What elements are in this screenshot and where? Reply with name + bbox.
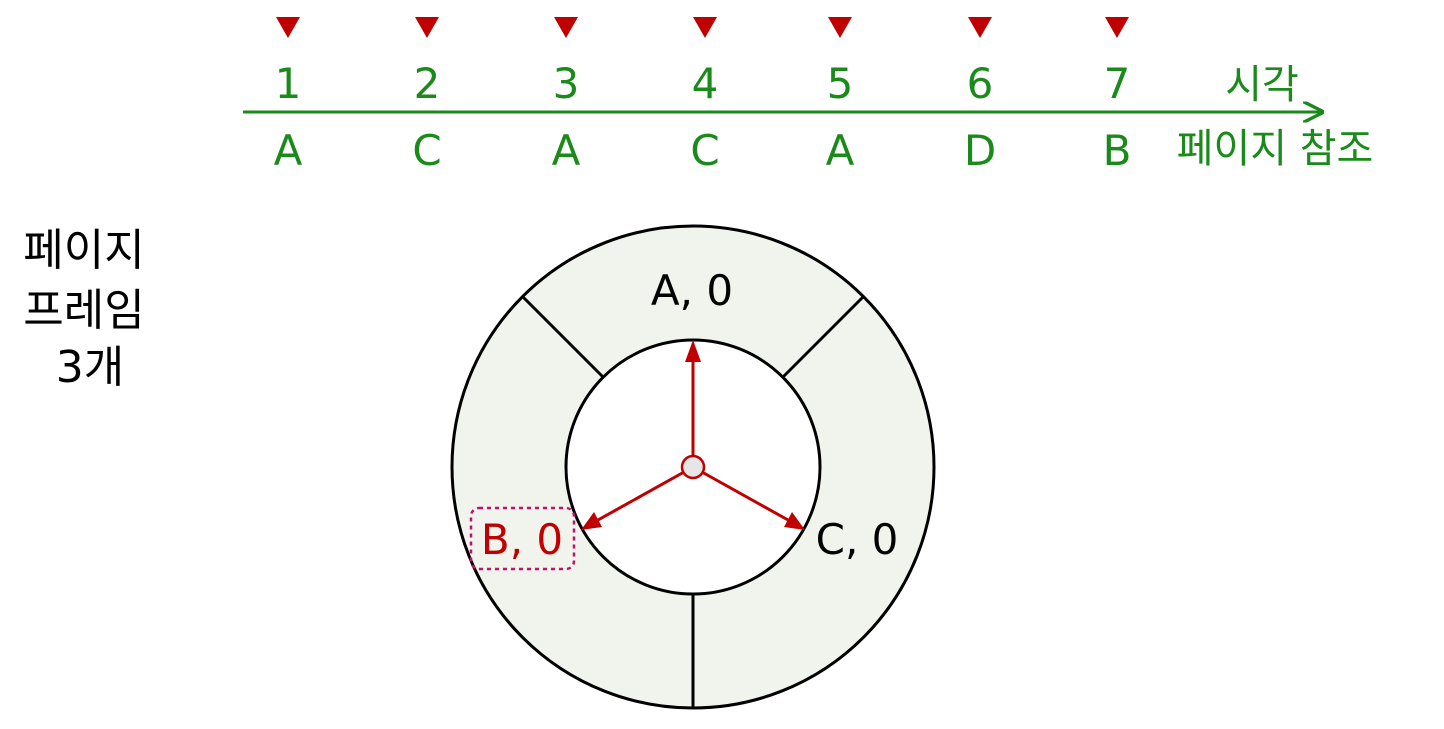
pointer-head-frame-b	[581, 512, 602, 530]
time-marker-icon	[693, 17, 717, 38]
frame-divider-top-left	[520, 294, 605, 379]
time-marker-icon	[276, 17, 300, 38]
page-reference-value: D	[964, 126, 996, 175]
time-step-label: 2	[414, 59, 441, 108]
page-reference-value: B	[1103, 126, 1132, 175]
current-victim-highlight-box	[469, 506, 576, 571]
page-reference-value: C	[412, 126, 441, 175]
frame-a-label: A, 0	[651, 266, 733, 315]
time-marker-icon	[968, 17, 992, 38]
pointer-to-frame-c	[692, 465, 789, 522]
pointer-head-frame-a	[685, 340, 701, 362]
page-reference-value: A	[274, 126, 303, 175]
side-label-line-2: 프레임	[23, 285, 144, 336]
time-step-label: 6	[967, 59, 994, 108]
time-step-label: 5	[827, 59, 854, 108]
page-reference-value: A	[552, 126, 581, 175]
frame-b-label: B, 0	[481, 515, 563, 564]
time-marker-icon	[415, 17, 439, 38]
clock-ring: A, 0 C, 0 B, 0	[450, 224, 936, 710]
time-axis-label: 시각	[1225, 62, 1299, 108]
time-step-label: 3	[553, 59, 580, 108]
time-marker-icon	[554, 17, 578, 38]
time-marker-icon	[1105, 17, 1129, 38]
time-step-label: 7	[1104, 59, 1131, 108]
frame-c-label: C, 0	[816, 515, 899, 564]
page-reference-value: A	[826, 126, 855, 175]
pointer-to-frame-b	[597, 465, 694, 522]
pointer-head-frame-c	[784, 512, 805, 530]
page-frame-count-label: 페이지 프레임 3개	[23, 225, 144, 393]
clock-hub	[680, 454, 706, 480]
time-step-label: 1	[275, 59, 302, 108]
time-step-label: 4	[692, 59, 719, 108]
page-reference-value: C	[690, 126, 719, 175]
clock-pointers	[581, 340, 805, 530]
side-label-line-3: 3개	[56, 342, 124, 393]
page-reference-label: 페이지 참조	[1177, 126, 1374, 172]
side-label-line-1: 페이지	[23, 225, 144, 276]
time-marker-icon	[828, 17, 852, 38]
timeline: 1A 2C 3A 4C 5A 6D 7B 시각 페이지 참조	[243, 17, 1373, 175]
frame-divider-top-right	[781, 294, 866, 379]
